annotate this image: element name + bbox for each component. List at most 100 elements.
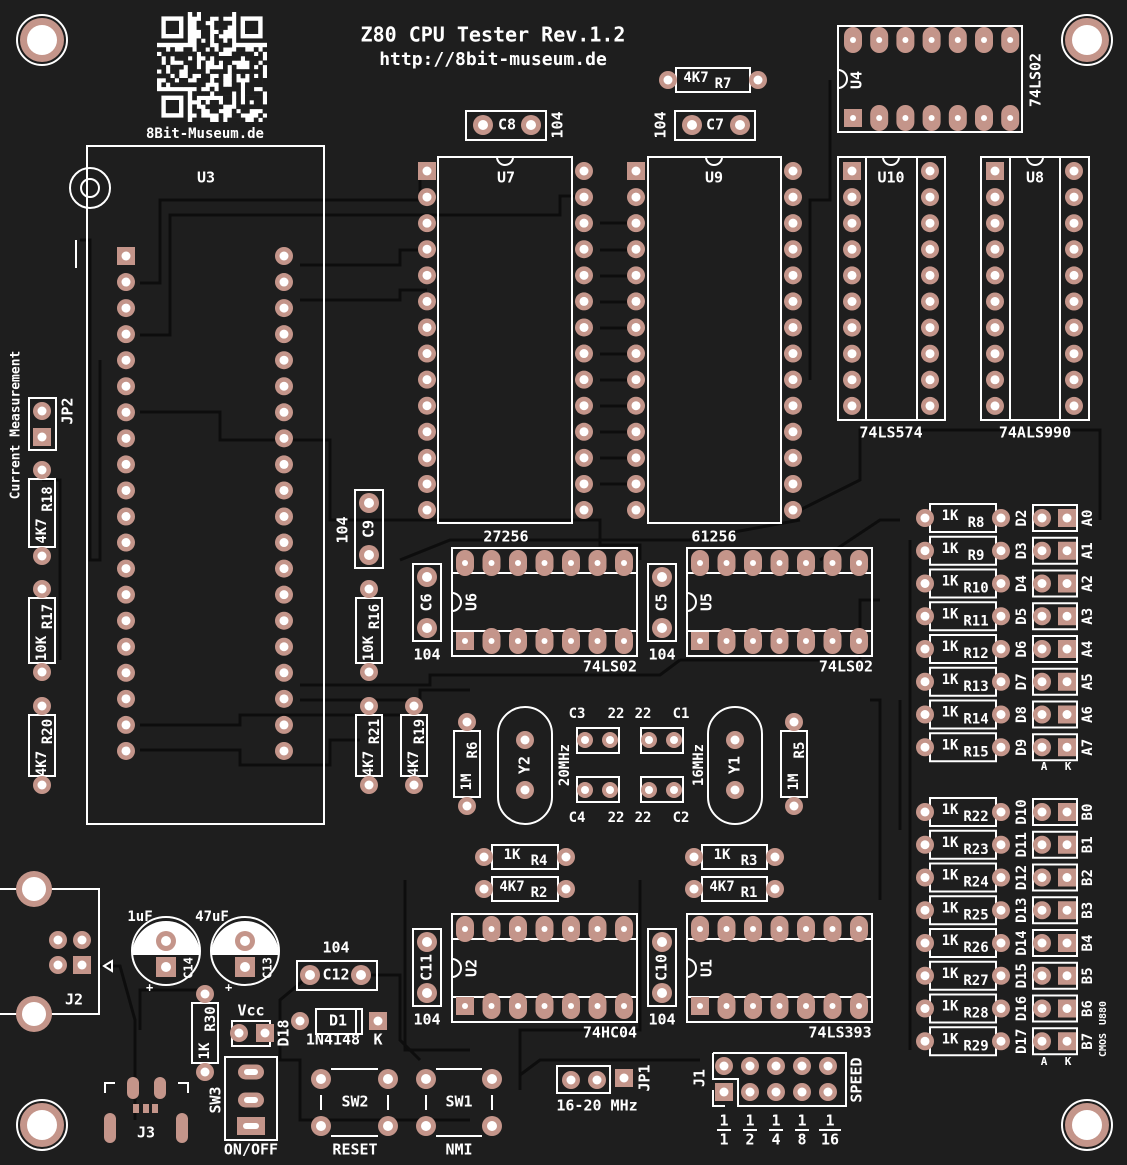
- current-measurement-label: Current Measurement: [9, 351, 24, 500]
- led-signal-label: B1: [1080, 836, 1096, 853]
- jp1-ref: JP1: [636, 1064, 654, 1091]
- u2-pin: [509, 993, 527, 1019]
- pad: [1058, 738, 1076, 757]
- u4-pin: [975, 105, 993, 131]
- pad: [562, 1071, 580, 1089]
- u5-pin: [770, 628, 789, 654]
- pad: [741, 1057, 759, 1075]
- u4-pin: [870, 105, 889, 131]
- pad: [405, 776, 423, 794]
- pad: [652, 618, 672, 638]
- u4-pin: [922, 105, 941, 131]
- pad: [482, 1069, 502, 1089]
- pad: [916, 640, 934, 658]
- u3-pin: [117, 273, 135, 292]
- u10-pin: [843, 240, 861, 259]
- u7-pin: [418, 240, 436, 259]
- u7-pin: [575, 422, 593, 441]
- r17-value: 10K: [34, 635, 50, 661]
- u10-pin: [921, 396, 939, 415]
- r2-ref: R2: [531, 885, 548, 901]
- resistor-value: 1K: [942, 508, 959, 524]
- pad: [475, 880, 493, 898]
- pad: [360, 663, 378, 681]
- pad: [300, 965, 320, 985]
- pad: [1033, 541, 1051, 560]
- y2-ref: Y2: [516, 756, 534, 774]
- pad: [256, 1024, 274, 1042]
- pad: [1033, 607, 1051, 626]
- pad: [916, 1032, 934, 1051]
- resistor-value: 1K: [942, 868, 959, 884]
- u7-pin: [575, 240, 593, 259]
- c9-value: 104: [334, 516, 352, 543]
- pad: [156, 931, 176, 951]
- led-signal-label: B7: [1080, 1033, 1096, 1050]
- u1-pin: [717, 916, 736, 942]
- u9-pin: [627, 422, 645, 441]
- u1-pin: [823, 993, 842, 1019]
- r7-ref: R7: [715, 76, 732, 92]
- c5-ref: C5: [653, 593, 671, 611]
- led-ref: D12: [1014, 865, 1030, 890]
- pad: [1058, 541, 1076, 560]
- u9-value: 61256: [691, 528, 736, 546]
- resistor-ref: R13: [963, 679, 988, 695]
- c2-value: 22: [635, 810, 652, 826]
- u2-ref: U2: [463, 959, 481, 977]
- pad: [785, 797, 803, 815]
- u4-ref: U4: [848, 71, 866, 89]
- pad: [1033, 738, 1051, 757]
- u3-pin: [275, 585, 293, 604]
- u3-pin: [275, 741, 293, 760]
- u6-pin: [509, 550, 527, 576]
- u8-pin: [1065, 318, 1083, 337]
- sw2-ref: SW2: [341, 1093, 368, 1111]
- u5-pin: [691, 632, 709, 650]
- u8-pin: [1065, 396, 1083, 415]
- c4-outline: [576, 776, 620, 803]
- led-signal-label: B3: [1080, 902, 1096, 919]
- resistor-ref: R12: [963, 646, 988, 662]
- u3-pin: [117, 299, 135, 318]
- u10-pin: [921, 162, 939, 180]
- pad: [652, 932, 672, 952]
- u7-pin: [418, 188, 436, 207]
- u5-value: 74LS02: [819, 658, 873, 676]
- pad: [360, 776, 378, 794]
- u5-pin: [744, 550, 762, 576]
- speed-divisor-denominator: 2: [745, 1131, 754, 1149]
- u10-pin: [843, 396, 861, 415]
- c12-value: 104: [322, 939, 349, 957]
- u3-pin: [117, 533, 135, 552]
- u3-pin: [117, 507, 135, 526]
- u10-pin: [921, 318, 939, 337]
- u7-pin: [575, 448, 593, 467]
- u4-outline: [837, 25, 1023, 133]
- sw3-ref: SW3: [207, 1086, 225, 1113]
- pad: [458, 797, 476, 815]
- u9-pin: [627, 240, 645, 259]
- c7-ref: C7: [706, 116, 724, 134]
- sw1-ref: SW1: [445, 1093, 472, 1111]
- pad: [521, 115, 541, 135]
- u7-pin: [418, 266, 436, 285]
- u1-value: 74LS393: [808, 1024, 871, 1042]
- pad: [992, 541, 1010, 560]
- pad: [1058, 803, 1076, 821]
- mounting-hole-ring: [1061, 1099, 1113, 1151]
- pad: [360, 697, 378, 715]
- pad: [749, 71, 767, 89]
- pad: [417, 932, 437, 952]
- u5-pin: [850, 628, 868, 654]
- pad: [33, 547, 51, 565]
- pad: [378, 1069, 398, 1089]
- pad: [766, 880, 784, 898]
- led-signal-label: A1: [1080, 542, 1096, 559]
- u8-pin: [1065, 266, 1083, 285]
- pad: [652, 567, 672, 587]
- mounting-hole-ring: [1061, 14, 1113, 66]
- u4-pin: [975, 27, 993, 53]
- r6-value: 1M: [459, 774, 475, 791]
